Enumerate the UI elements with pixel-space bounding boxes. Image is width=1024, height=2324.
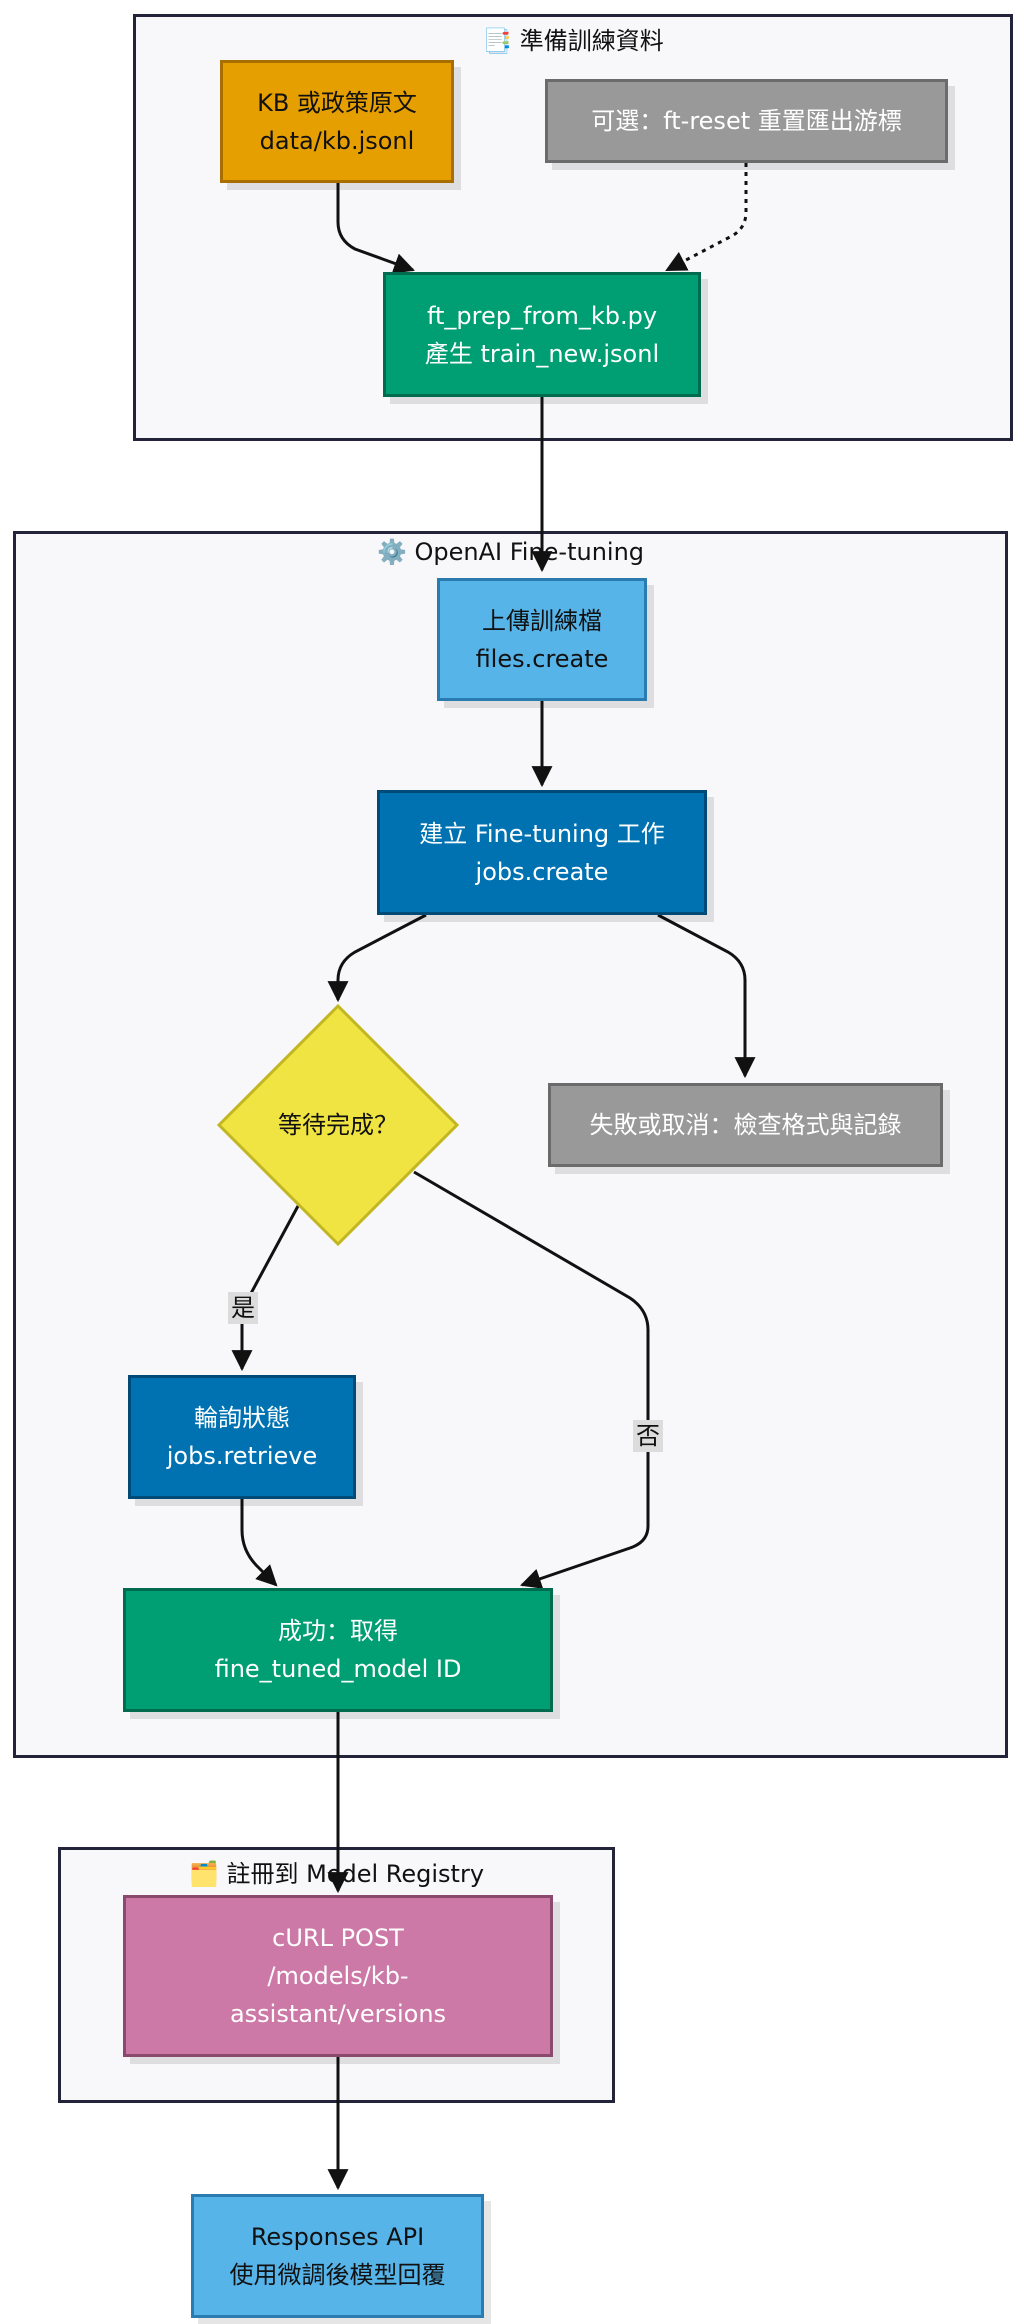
edge-poll-to-success	[240, 1499, 278, 1587]
curl-line1: cURL POST	[272, 1924, 404, 1952]
fail-label: 失敗或取消：檢查格式與記錄	[589, 1111, 902, 1139]
kb-source-node: KB 或政策原文 data/kb.jsonl	[220, 60, 454, 183]
upload-line1: 上傳訓練檔	[482, 606, 602, 635]
edge-label-no: 否	[633, 1420, 663, 1452]
edge-create-to-wait	[327, 913, 427, 1003]
curl-line3: assistant/versions	[229, 2000, 447, 2028]
poll-line2: jobs.retrieve	[166, 1442, 318, 1470]
ft-reset-label: 可選：ft-reset 重置匯出游標	[591, 107, 902, 135]
success-line1: 成功：取得	[278, 1617, 398, 1645]
edge-kb-to-prep	[336, 183, 415, 274]
poll-line1: 輪詢狀態	[194, 1404, 290, 1432]
create-finetune-job-node: 建立 Fine-tuning 工作 jobs.create	[377, 790, 707, 915]
upload-line2: files.create	[475, 644, 609, 673]
prep-script-node: ft_prep_from_kb.py 產生 train_new.jsonl	[383, 272, 701, 397]
fail-or-cancel-node: 失敗或取消：檢查格式與記錄	[548, 1083, 943, 1167]
prep-script-line1: ft_prep_from_kb.py	[426, 301, 658, 330]
responses-api-node: Responses API 使用微調後模型回覆	[191, 2194, 484, 2318]
cluster-title-prepare: 📑 準備訓練資料	[482, 27, 664, 55]
responses-line1: Responses API	[250, 2223, 425, 2251]
responses-line2: 使用微調後模型回覆	[229, 2261, 446, 2289]
poll-status-node: 輪詢狀態 jobs.retrieve	[128, 1375, 356, 1499]
cluster-title-finetuning: ⚙️ OpenAI Fine-tuning	[376, 538, 645, 566]
edge-label-yes: 是	[228, 1292, 258, 1324]
wait-decision-label: 等待完成？	[278, 1111, 398, 1139]
ft-reset-node: 可選：ft-reset 重置匯出游標	[545, 79, 948, 163]
wait-decision-diamond	[216, 1003, 460, 1247]
kb-source-line1: KB 或政策原文	[257, 88, 417, 117]
edge-create-to-fail	[657, 913, 756, 1079]
success-line2: fine_tuned_model ID	[214, 1655, 462, 1683]
prep-script-line2: 產生 train_new.jsonl	[424, 339, 660, 368]
success-model-id-node: 成功：取得 fine_tuned_model ID	[123, 1588, 553, 1712]
curl-register-node: cURL POST /models/kb- assistant/versions	[123, 1895, 553, 2057]
edge-reset-to-prep	[665, 163, 748, 272]
edge-wait-to-success	[413, 1170, 650, 1589]
edge-wait-to-poll	[231, 1205, 300, 1372]
create-job-line2: jobs.create	[475, 857, 609, 886]
kb-source-line2: data/kb.jsonl	[259, 126, 415, 155]
upload-training-file-node: 上傳訓練檔 files.create	[437, 578, 647, 701]
create-job-line1: 建立 Fine-tuning 工作	[419, 819, 665, 848]
curl-line2: /models/kb-	[267, 1962, 409, 1990]
